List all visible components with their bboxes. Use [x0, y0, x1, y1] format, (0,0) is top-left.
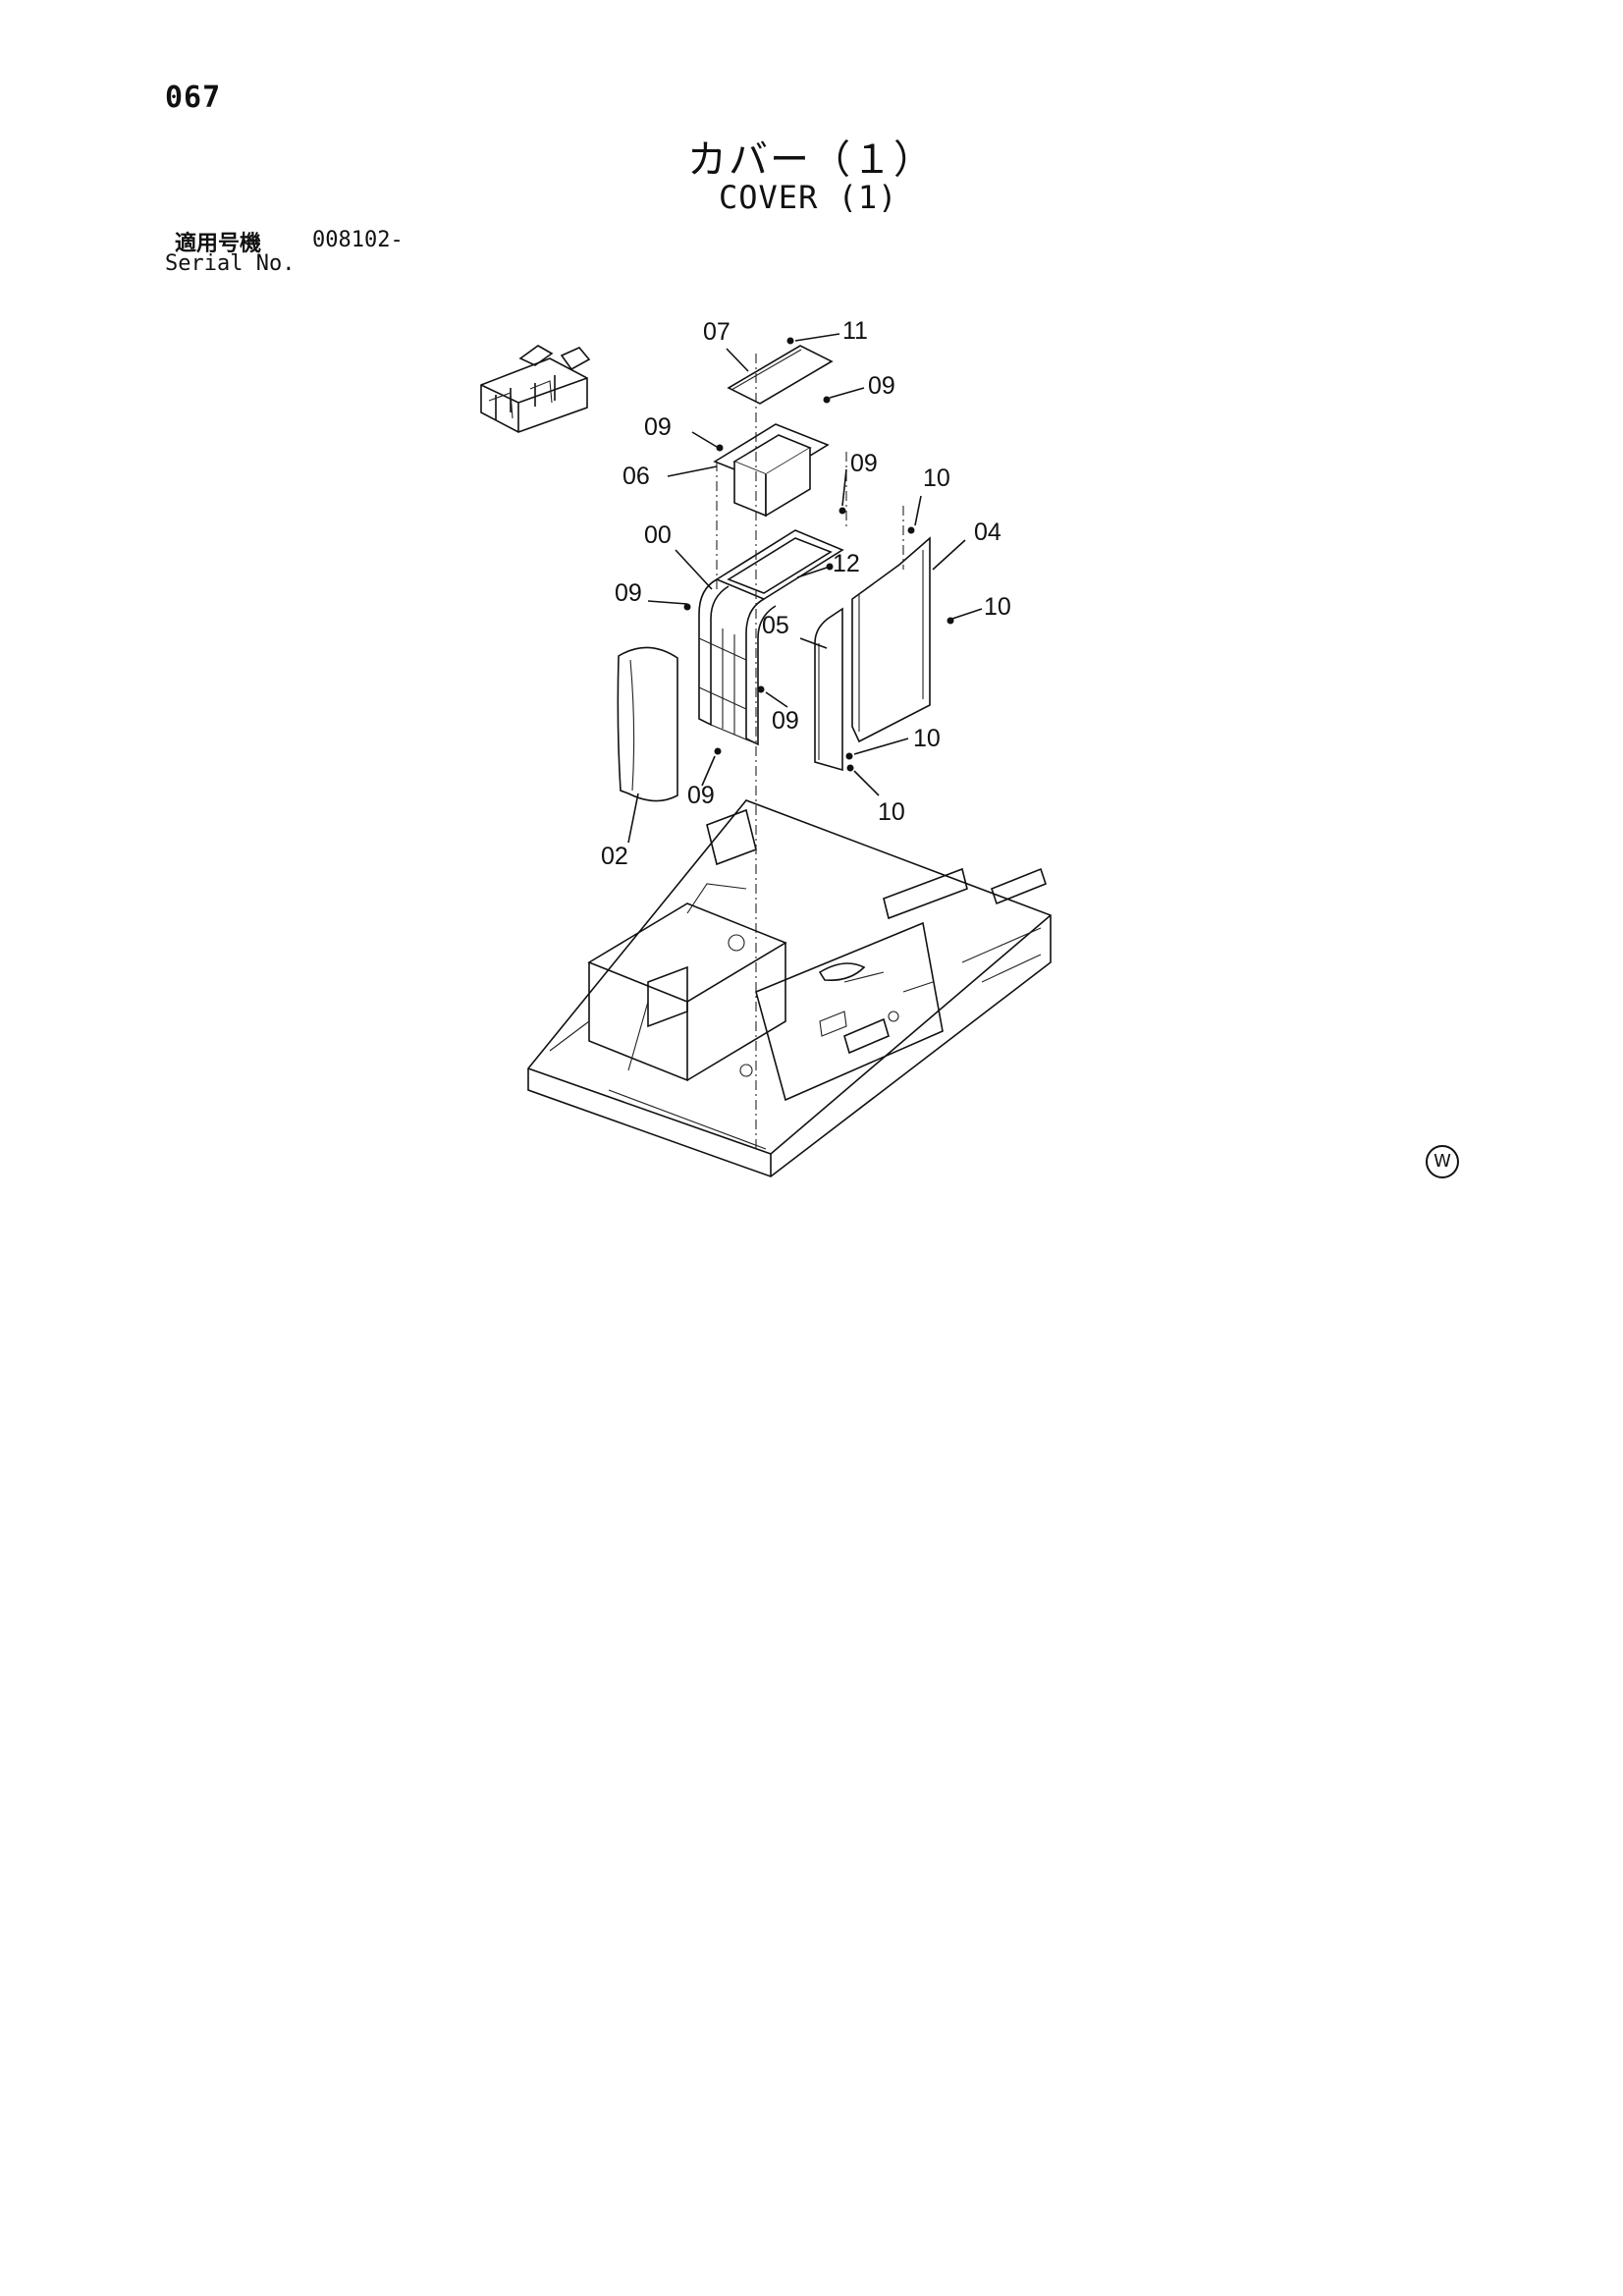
- part-05-narrow-panel: [814, 607, 843, 772]
- serial-label-japanese: 適用号機: [175, 232, 262, 256]
- serial-number-value: 008102-: [312, 228, 404, 252]
- callout-09-top-right: 09: [868, 372, 895, 400]
- callout-12: 12: [833, 550, 860, 577]
- assembly-axis-line-2: [716, 452, 904, 589]
- callout-10-right: 10: [984, 593, 1011, 621]
- callout-05: 05: [762, 612, 789, 639]
- part-07-plate: [727, 345, 834, 405]
- part-00-frame: [698, 529, 844, 746]
- orientation-thumbnail-icon: [480, 345, 591, 433]
- callout-06: 06: [622, 463, 650, 490]
- leader-lines: [627, 333, 983, 844]
- callout-10-lower: 10: [913, 725, 941, 752]
- part-06-duct: [713, 423, 830, 518]
- page-title-japanese: カバー（１）: [687, 137, 935, 183]
- callout-00: 00: [644, 521, 672, 549]
- page-number: 067: [165, 81, 222, 115]
- callout-09-bottom: 09: [687, 782, 715, 809]
- part-04-side-panel: [851, 536, 931, 743]
- watermark-symbol: W: [1426, 1145, 1459, 1178]
- serial-label-english: Serial No.: [165, 251, 296, 276]
- callout-10-bottom: 10: [878, 798, 905, 826]
- fastener-dots: [683, 337, 954, 772]
- callout-09-lower: 09: [772, 707, 799, 735]
- callout-11: 11: [842, 317, 868, 345]
- callout-02: 02: [601, 843, 628, 870]
- callout-09-mid: 09: [850, 450, 878, 477]
- callout-04: 04: [974, 519, 1001, 546]
- callout-09-left: 09: [615, 579, 642, 607]
- callout-09-top-left: 09: [644, 413, 672, 441]
- page-title-english: COVER (1): [719, 179, 898, 216]
- callout-07: 07: [703, 318, 730, 346]
- part-02-curved-panel: [617, 646, 678, 802]
- base-frame: [527, 799, 1052, 1177]
- callout-10-top: 10: [923, 465, 950, 492]
